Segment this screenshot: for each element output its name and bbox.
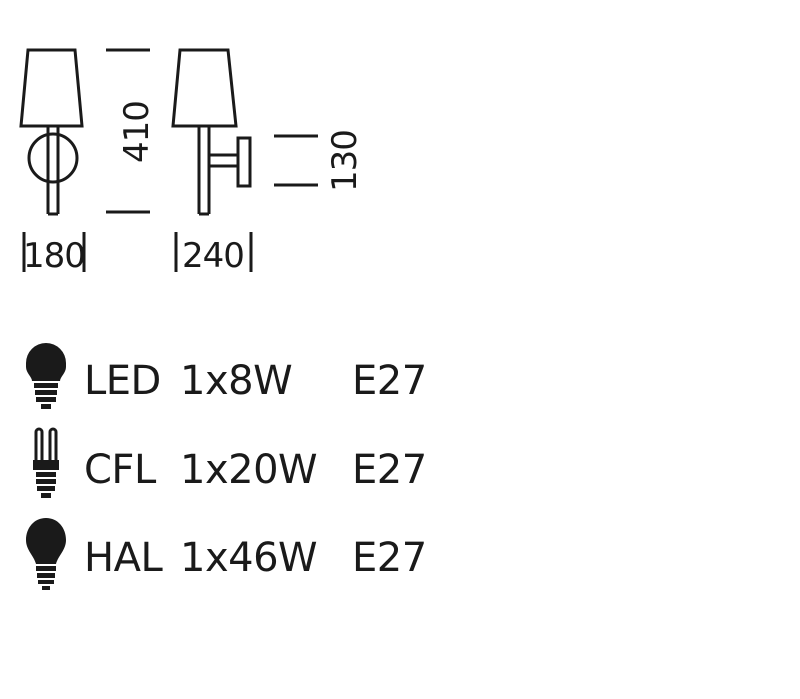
spec-row-cfl: CFL 1x20W E27 bbox=[0, 422, 800, 502]
side-view-lamp bbox=[171, 48, 252, 216]
width-side-label: 240 bbox=[182, 236, 244, 276]
lamp-socket: E27 bbox=[352, 358, 427, 404]
front-view-lamp bbox=[19, 48, 84, 216]
lamp-type: CFL bbox=[84, 447, 156, 493]
width-dimension-markers bbox=[22, 232, 253, 272]
height-dimension-lines bbox=[106, 48, 150, 214]
lamp-type: HAL bbox=[84, 535, 163, 581]
dimension-drawing: 410 130 180 240 bbox=[19, 48, 365, 276]
led-bulb-icon bbox=[26, 343, 66, 409]
spec-row-hal: HAL 1x46W E27 bbox=[0, 512, 800, 592]
lamp-power: 1x46W bbox=[180, 535, 318, 581]
lamp-socket: E27 bbox=[352, 535, 427, 581]
lamp-power: 1x20W bbox=[180, 447, 318, 493]
width-front-label: 180 bbox=[23, 236, 85, 276]
spec-row-led: LED 1x8W E27 bbox=[0, 333, 800, 413]
lamp-power: 1x8W bbox=[180, 358, 293, 404]
lamp-socket: E27 bbox=[352, 447, 427, 493]
lamp-type: LED bbox=[84, 358, 161, 404]
mount-dimension-lines bbox=[274, 134, 318, 187]
height-total-label: 410 bbox=[117, 101, 157, 163]
halogen-bulb-icon bbox=[26, 518, 66, 590]
cfl-bulb-icon bbox=[33, 427, 59, 498]
height-mount-label: 130 bbox=[325, 130, 365, 192]
